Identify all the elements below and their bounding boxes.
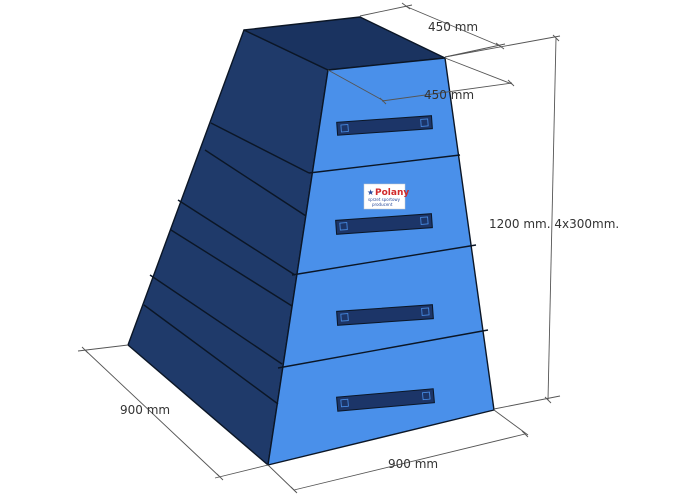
- handle-4: [336, 388, 435, 412]
- base-depth-label: 900 mm: [120, 403, 170, 417]
- logo-brand: Polany: [375, 188, 409, 198]
- logo-subtitle: sprzet sportowy: [368, 197, 401, 202]
- logo-tagline: producent: [372, 202, 393, 207]
- handle-2: [335, 213, 433, 235]
- top-depth-label: 450 mm: [424, 88, 474, 102]
- handle-3: [336, 304, 434, 326]
- star-icon: ★: [367, 188, 374, 197]
- base-width-label: 900 mm: [388, 457, 438, 471]
- logo-sticker: ★ Polany sprzet sportowy producent: [363, 183, 409, 210]
- handle-1: [336, 115, 433, 136]
- handles: [335, 115, 435, 412]
- front-seams: [277, 154, 489, 369]
- side-seams: [143, 122, 310, 405]
- height-label: 1200 mm. 4x300mm.: [489, 217, 619, 231]
- dimension-labels: 450 mm 450 mm 1200 mm. 4x300mm. 900 mm 9…: [120, 20, 619, 471]
- dimension-lines: [77, 2, 561, 494]
- top-width-label: 450 mm: [428, 20, 478, 34]
- vaulting-box: ★ Polany sprzet sportowy producent: [127, 16, 495, 466]
